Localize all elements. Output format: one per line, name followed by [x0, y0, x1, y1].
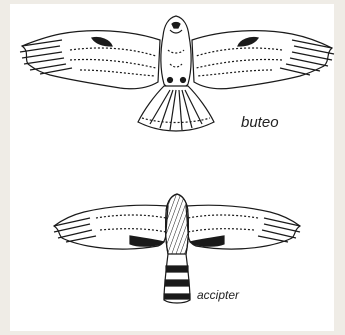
accipter-label: accipter — [197, 288, 239, 302]
buteo-label: buteo — [241, 114, 279, 131]
accipter-tail-bands — [164, 266, 190, 299]
buteo-right-wing — [192, 31, 332, 89]
accipter-body — [166, 194, 189, 257]
accipter-silhouette — [54, 194, 300, 303]
buteo-silhouette — [20, 16, 334, 131]
